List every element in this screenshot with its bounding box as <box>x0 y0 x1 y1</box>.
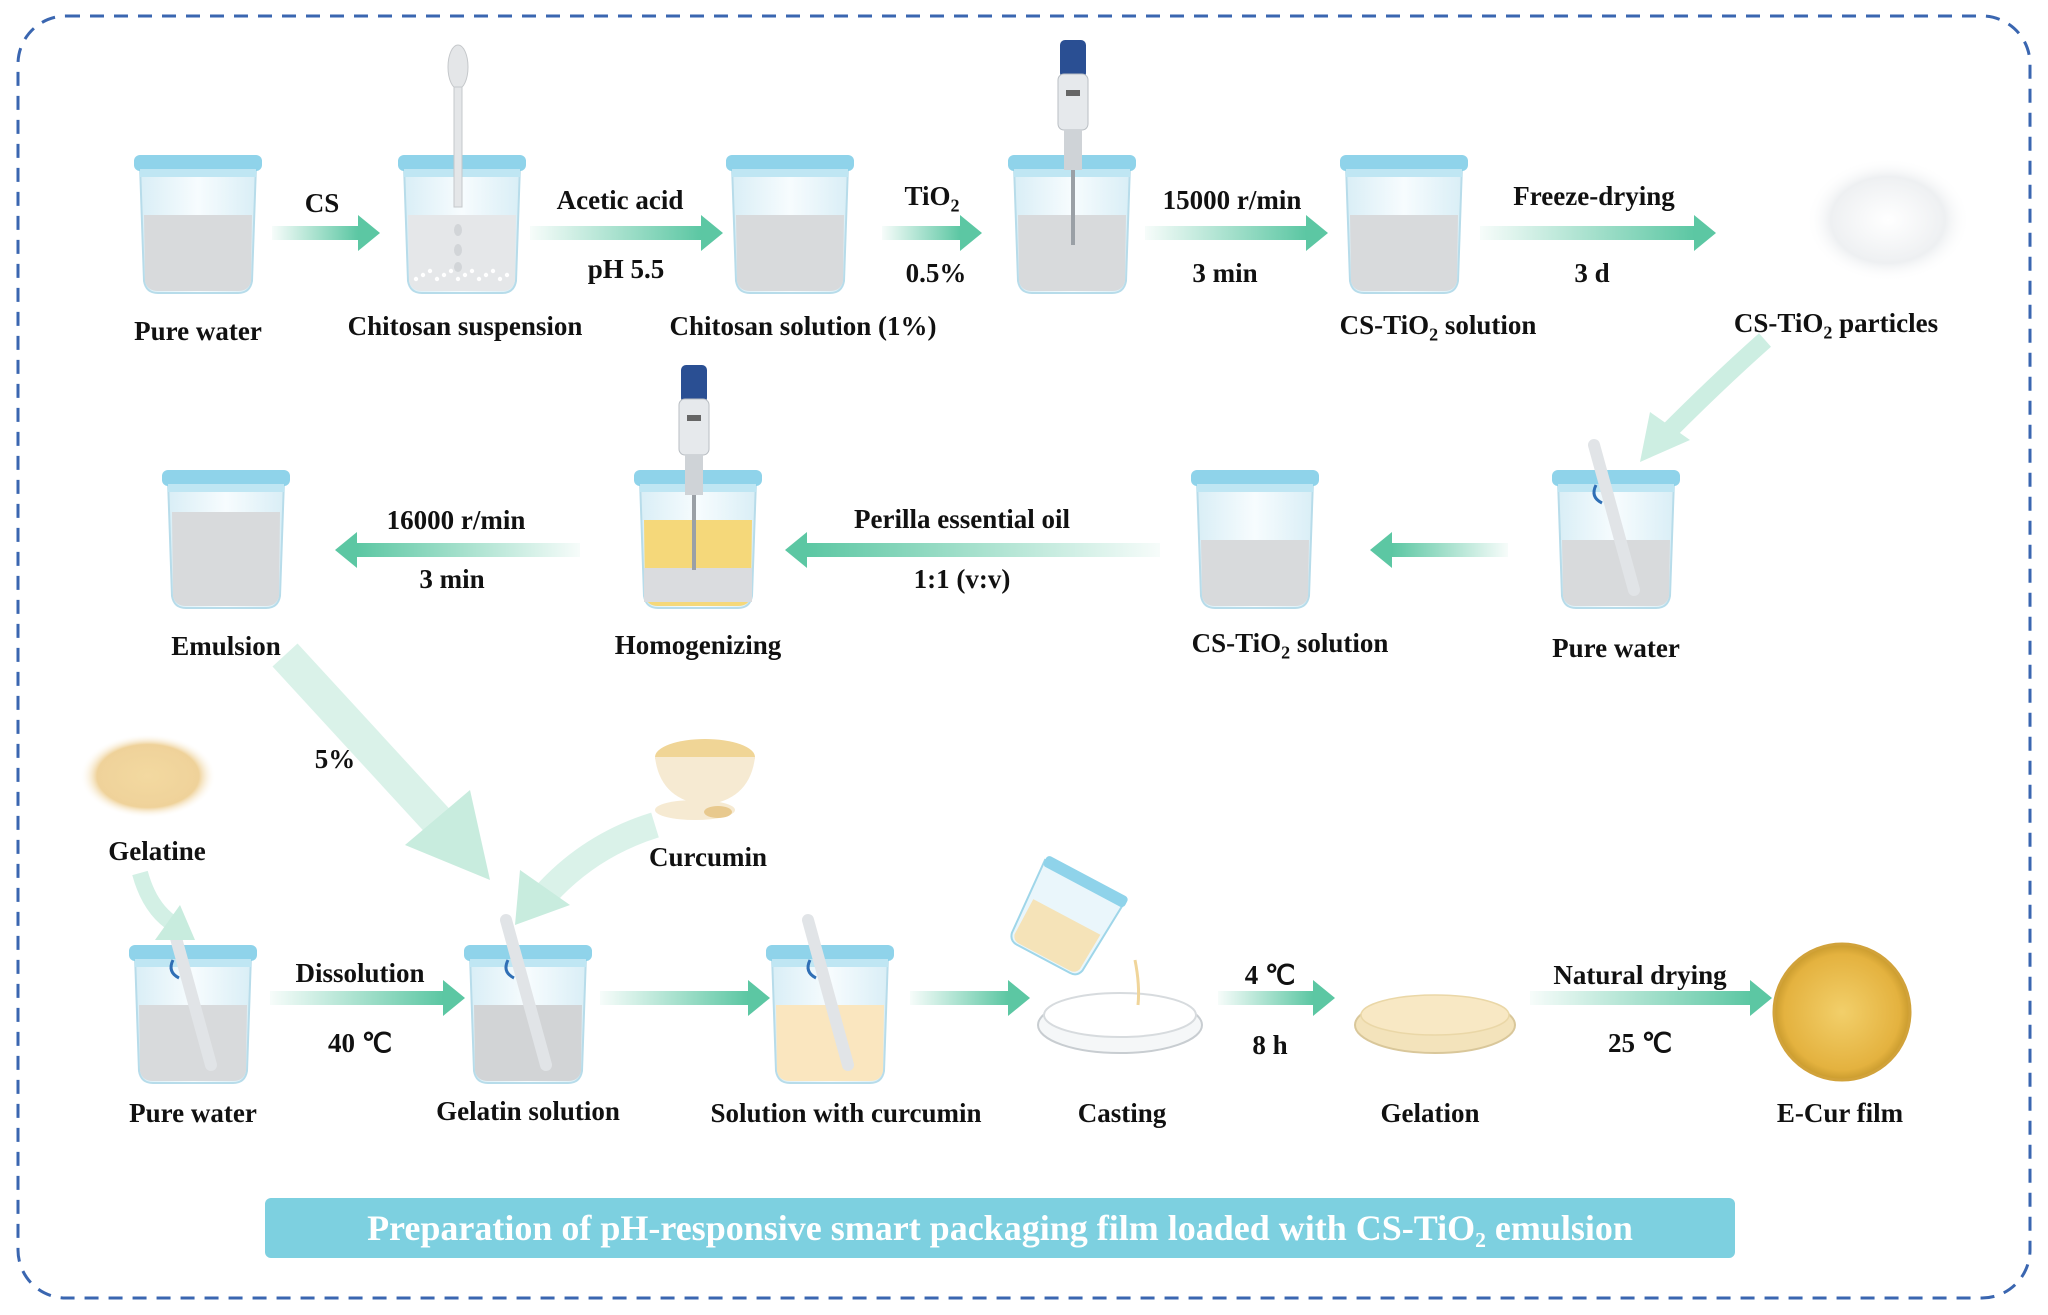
label-tio2-pct: 0.5% <box>905 258 967 288</box>
banner-title: Preparation of pH-responsive smart packa… <box>367 1208 1633 1248</box>
ecur-film-disc <box>1772 942 1912 1082</box>
beaker-cs-tio2-solution-1 <box>1340 155 1468 294</box>
arrow-acetic <box>530 215 723 251</box>
beaker-pure-water-1 <box>134 155 262 294</box>
label-natural-drying: Natural drying <box>1553 960 1727 990</box>
label-5pct: 5% <box>314 744 356 774</box>
arrow-perilla <box>785 532 1160 568</box>
label-ratio: 1:1 (v:v) <box>913 564 1011 594</box>
arrow-mix-curcumin <box>600 980 770 1016</box>
petri-dish-casting <box>1037 992 1203 1054</box>
arrow-16000 <box>335 532 580 568</box>
label-dissolution: Dissolution <box>295 958 425 988</box>
curcumin-to-gelatin-arrow <box>535 812 659 904</box>
label-gelatin-solution: Gelatin solution <box>436 1096 620 1126</box>
arrow-15000 <box>1145 215 1328 251</box>
label-rpm-15000: 15000 r/min <box>1162 185 1302 215</box>
label-chitosan-suspension: Chitosan suspension <box>347 311 583 341</box>
beaker-pure-water-2 <box>1552 439 1680 609</box>
label-pure-water-2: Pure water <box>1552 633 1680 663</box>
label-homogenizing: Homogenizing <box>614 630 782 660</box>
pour-stream <box>1133 959 1141 1006</box>
title-banner: Preparation of pH-responsive smart packa… <box>265 1198 1735 1258</box>
emulsion-to-gelatin-arrow <box>272 643 468 852</box>
label-solution-curcumin: Solution with curcumin <box>710 1098 982 1128</box>
label-chitosan-solution: Chitosan solution (1%) <box>669 311 937 341</box>
cs-tio2-powder <box>1806 158 1970 282</box>
label-ecur-film: E-Cur film <box>1776 1098 1904 1128</box>
beaker-emulsion <box>162 470 290 609</box>
beaker-solution-curcumin <box>766 914 894 1084</box>
label-gelatine: Gelatine <box>108 836 206 866</box>
arrow-casting <box>910 980 1030 1016</box>
beaker-cs-tio2-solution-2 <box>1191 470 1319 609</box>
label-acetic-acid: Acetic acid <box>556 185 684 215</box>
dropper-icon <box>447 44 469 272</box>
label-cs: CS <box>304 188 340 218</box>
arrow-dissolution <box>270 980 465 1016</box>
label-4c: 4 ℃ <box>1244 960 1296 990</box>
label-rpm-16000: 16000 r/min <box>386 505 526 535</box>
label-tio2: TiO2 <box>904 181 960 216</box>
label-curcumin: Curcumin <box>648 842 768 872</box>
emulsion-arrow-head <box>405 790 490 880</box>
beaker-gelatin-solution <box>464 914 592 1084</box>
arrow-drying <box>1530 980 1772 1016</box>
gelatine-powder <box>80 734 216 818</box>
label-cs-tio2-solution-2: CS-TiO2 solution <box>1191 628 1389 663</box>
label-emulsion: Emulsion <box>171 631 281 661</box>
curved-arrow-head <box>1640 412 1690 462</box>
beaker-chitosan-solution <box>726 155 854 294</box>
label-cs-tio2-solution-1: CS-TiO2 solution <box>1339 310 1537 345</box>
pouring-beaker <box>1010 856 1128 976</box>
label-40c: 40 ℃ <box>327 1028 393 1058</box>
label-3min-b: 3 min <box>419 564 485 594</box>
arrow-tio2 <box>882 215 982 251</box>
label-gelation: Gelation <box>1380 1098 1480 1128</box>
label-3min-a: 3 min <box>1192 258 1258 288</box>
label-3d: 3 d <box>1574 258 1610 288</box>
label-perilla: Perilla essential oil <box>854 504 1070 534</box>
label-25c: 25 ℃ <box>1607 1028 1673 1058</box>
label-ph: pH 5.5 <box>587 254 665 284</box>
beaker-homogenizing <box>634 470 762 609</box>
gelatine-arrow-head <box>155 905 195 940</box>
arrow-cs <box>272 215 380 251</box>
label-casting: Casting <box>1077 1098 1167 1128</box>
label-pure-water-3: Pure water <box>129 1098 257 1128</box>
beaker-pure-water-3 <box>129 914 257 1084</box>
frame-border <box>16 14 2032 1300</box>
label-8h: 8 h <box>1252 1030 1288 1060</box>
arrow-gelation <box>1218 980 1335 1016</box>
arrow-to-cs-tio2-2 <box>1370 532 1508 568</box>
arrow-freeze <box>1480 215 1716 251</box>
label-pure-water-1: Pure water <box>134 316 262 346</box>
curcumin-arrow-head <box>515 870 570 925</box>
label-cs-tio2-particles: CS-TiO2 particles <box>1733 308 1939 343</box>
label-freeze-drying: Freeze-drying <box>1513 181 1675 211</box>
homogenizer-icon-top <box>1057 40 1089 245</box>
homogenizer-icon-middle <box>678 365 710 570</box>
petri-dish-gelation <box>1354 994 1516 1054</box>
gelatine-to-water-arrow <box>132 870 180 932</box>
curcumin-bowl-icon <box>655 739 755 820</box>
curved-arrow-particles-to-water <box>1663 333 1771 437</box>
